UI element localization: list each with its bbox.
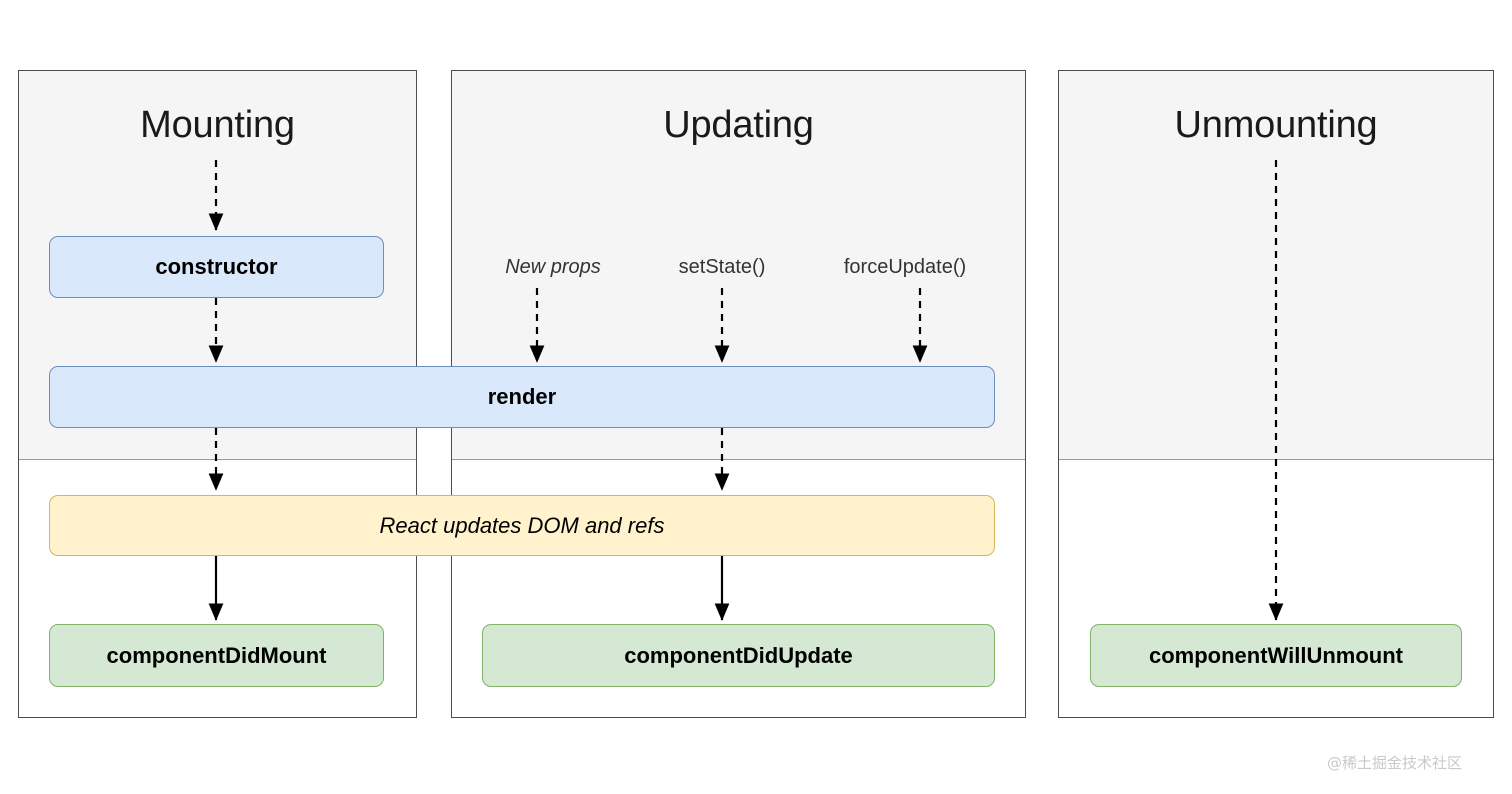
phase-title-updating: Updating: [663, 104, 814, 146]
lifecycle-box-constructor[interactable]: constructor: [49, 236, 384, 298]
phase-panel-unmounting: [1058, 70, 1494, 718]
trigger-label-setstate: setState(): [678, 256, 766, 278]
watermark-label: @稀土掘金技术社区: [1327, 754, 1463, 772]
lifecycle-box-react-updates-dom-and-refs[interactable]: React updates DOM and refs: [49, 495, 995, 556]
trigger-label-forceupdate: forceUpdate(): [843, 256, 967, 278]
phase-title-unmounting: Unmounting: [1174, 104, 1378, 146]
lifecycle-box-component-did-update[interactable]: componentDidUpdate: [482, 624, 995, 687]
lifecycle-box-component-will-unmount[interactable]: componentWillUnmount: [1090, 624, 1462, 687]
phase-title-mounting: Mounting: [140, 104, 295, 146]
trigger-label-new-props: New props: [505, 256, 601, 278]
lifecycle-box-render[interactable]: render: [49, 366, 995, 428]
lifecycle-box-component-did-mount[interactable]: componentDidMount: [49, 624, 384, 687]
